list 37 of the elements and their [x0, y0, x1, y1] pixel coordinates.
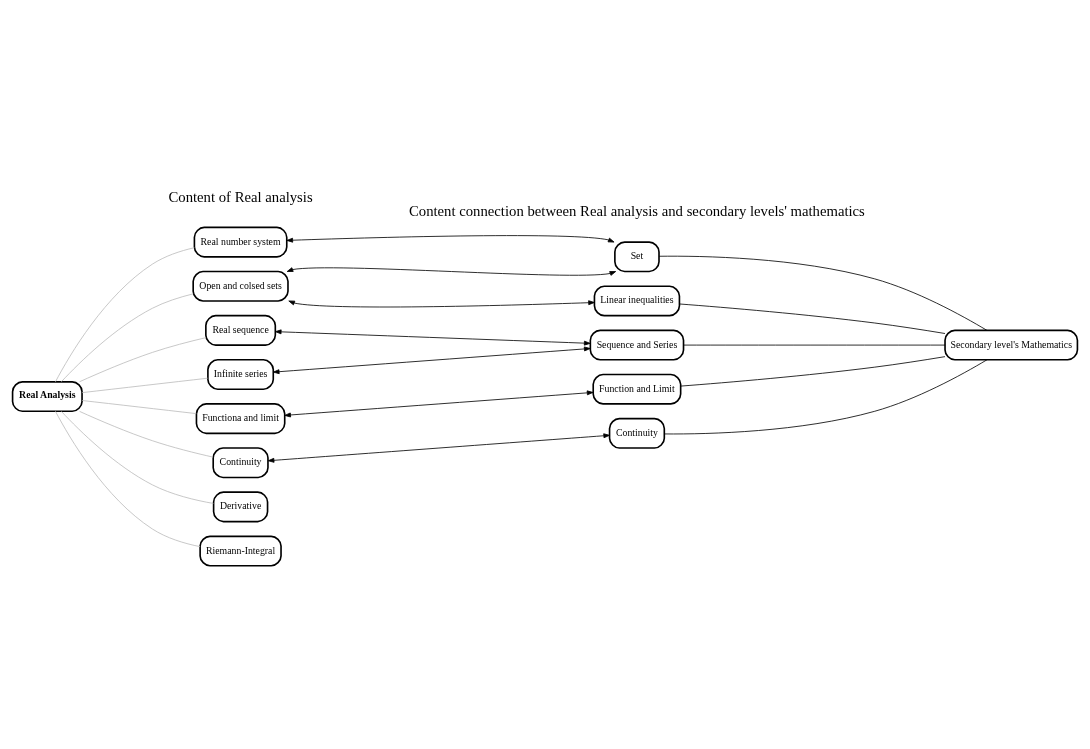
connector — [680, 356, 946, 387]
connector — [79, 337, 207, 383]
node-box: Derivative — [212, 491, 269, 523]
connector — [55, 410, 201, 548]
node-box: Open and colsed sets — [192, 270, 289, 302]
node-box: Riemann-Integral — [199, 535, 282, 567]
node-box: Real sequence — [205, 314, 277, 346]
connector — [61, 293, 194, 383]
node-box: Function and Limit — [592, 373, 682, 405]
arrow — [267, 433, 610, 463]
connector — [79, 410, 214, 458]
connector — [683, 344, 946, 346]
arrow — [284, 390, 594, 418]
node-box: Continuity — [608, 417, 666, 449]
connector — [679, 303, 946, 334]
arrow — [286, 235, 615, 243]
label: Content connection between Real analysis and secondary levels' mathematics — [409, 203, 865, 220]
node-box: Secondary level's Mathematics — [944, 329, 1079, 361]
node-box: Set — [614, 241, 660, 273]
arrow — [272, 346, 591, 375]
node-box: Real Analysis — [11, 381, 83, 413]
connector — [664, 359, 988, 435]
connector — [55, 247, 195, 383]
node-box: Linear inequalities — [593, 285, 681, 317]
arrow — [275, 329, 591, 346]
connector — [81, 400, 197, 415]
arrow — [286, 267, 617, 276]
node-box: Continuity — [212, 447, 269, 479]
connector — [658, 255, 988, 331]
node-box: Functiona and limit — [195, 403, 286, 435]
label: Content of Real analysis — [168, 188, 313, 205]
node-box: Sequence and Series — [589, 329, 685, 361]
connector — [61, 411, 214, 504]
arrow — [288, 300, 595, 308]
node-box: Real number system — [193, 226, 288, 258]
connector — [81, 377, 209, 394]
node-box: Infinite series — [207, 358, 275, 391]
